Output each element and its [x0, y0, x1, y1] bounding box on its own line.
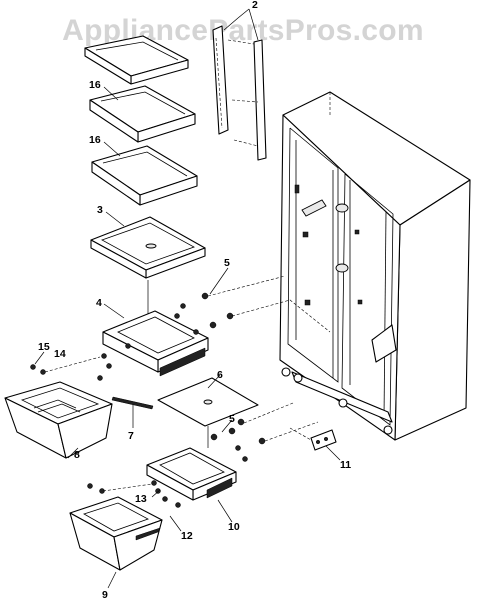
cabinet-hardware: [294, 184, 300, 194]
crisper-glass-cover[interactable]: [157, 377, 259, 427]
glass-shelf-top[interactable]: [84, 35, 189, 85]
hidden-line: [231, 299, 331, 333]
callout-16: 16: [89, 79, 101, 91]
crisper-rail: [206, 477, 233, 499]
cabinet-bracket: [371, 324, 397, 363]
cabinet-cover: [301, 199, 327, 217]
hidden-line: [227, 39, 255, 45]
drawer-slide-hardware[interactable]: [87, 480, 181, 508]
hidden-line: [207, 275, 286, 297]
callout-9: 9: [102, 589, 108, 600]
cabinet-hardware: [357, 299, 363, 305]
cabinet-hardware: [354, 229, 360, 235]
hinge-bracket: [335, 203, 349, 213]
hidden-line: [264, 421, 319, 442]
callout-11: 11: [340, 459, 351, 471]
callout-5: 5: [224, 257, 230, 269]
callouts: 2 16 16 3 5 4 15 14 6 7 5 8 11 13 10 12 …: [38, 0, 351, 600]
crisper-cover-upper[interactable]: [102, 310, 209, 377]
hinge-bracket: [335, 263, 349, 273]
roller: [383, 425, 393, 435]
callout-4: 4: [96, 297, 102, 309]
glass-shelf[interactable]: [89, 85, 196, 143]
roller: [293, 373, 303, 383]
glass-shelf-3[interactable]: [90, 216, 206, 279]
fresh-food-opening: [341, 173, 394, 426]
crisper-drawer-lower[interactable]: [69, 496, 163, 571]
leader-lines: [34, 8, 341, 589]
crisper-divider[interactable]: [111, 396, 154, 428]
callout-7: 7: [128, 430, 134, 442]
callout-16: 16: [89, 134, 101, 146]
refrigerator-cabinet[interactable]: [279, 91, 471, 441]
callout-13: 13: [135, 493, 147, 505]
hidden-line: [231, 99, 259, 103]
callout-2: 2: [252, 0, 258, 11]
liner-edge: [383, 211, 387, 419]
crisper-drawer-upper[interactable]: [4, 381, 113, 459]
rail-slots: [215, 37, 223, 129]
crisper-cover-lower[interactable]: [146, 447, 237, 501]
hidden-line: [233, 139, 259, 147]
cabinet-hardware: [302, 231, 309, 238]
crisper-rail: [159, 347, 206, 377]
callout-6: 6: [217, 369, 223, 381]
callout-10: 10: [228, 521, 240, 533]
callout-5: 5: [229, 413, 235, 425]
callout-15: 15: [38, 341, 50, 353]
cabinet-hardware: [304, 299, 311, 306]
roller: [338, 398, 348, 408]
hidden-line: [243, 402, 294, 424]
freezer-opening: [287, 127, 339, 383]
cabinet-front: [279, 114, 401, 441]
shelf-rails[interactable]: [212, 25, 267, 161]
callout-8: 8: [74, 449, 80, 461]
callout-3: 3: [97, 204, 103, 216]
glass-shelf[interactable]: [91, 145, 198, 206]
shelf-rail: [253, 39, 267, 161]
roller: [281, 367, 291, 377]
callout-14: 14: [54, 348, 66, 360]
control-bracket[interactable]: [289, 427, 337, 451]
mounting-hardware-lower[interactable]: [210, 418, 266, 462]
callout-12: 12: [181, 530, 193, 542]
